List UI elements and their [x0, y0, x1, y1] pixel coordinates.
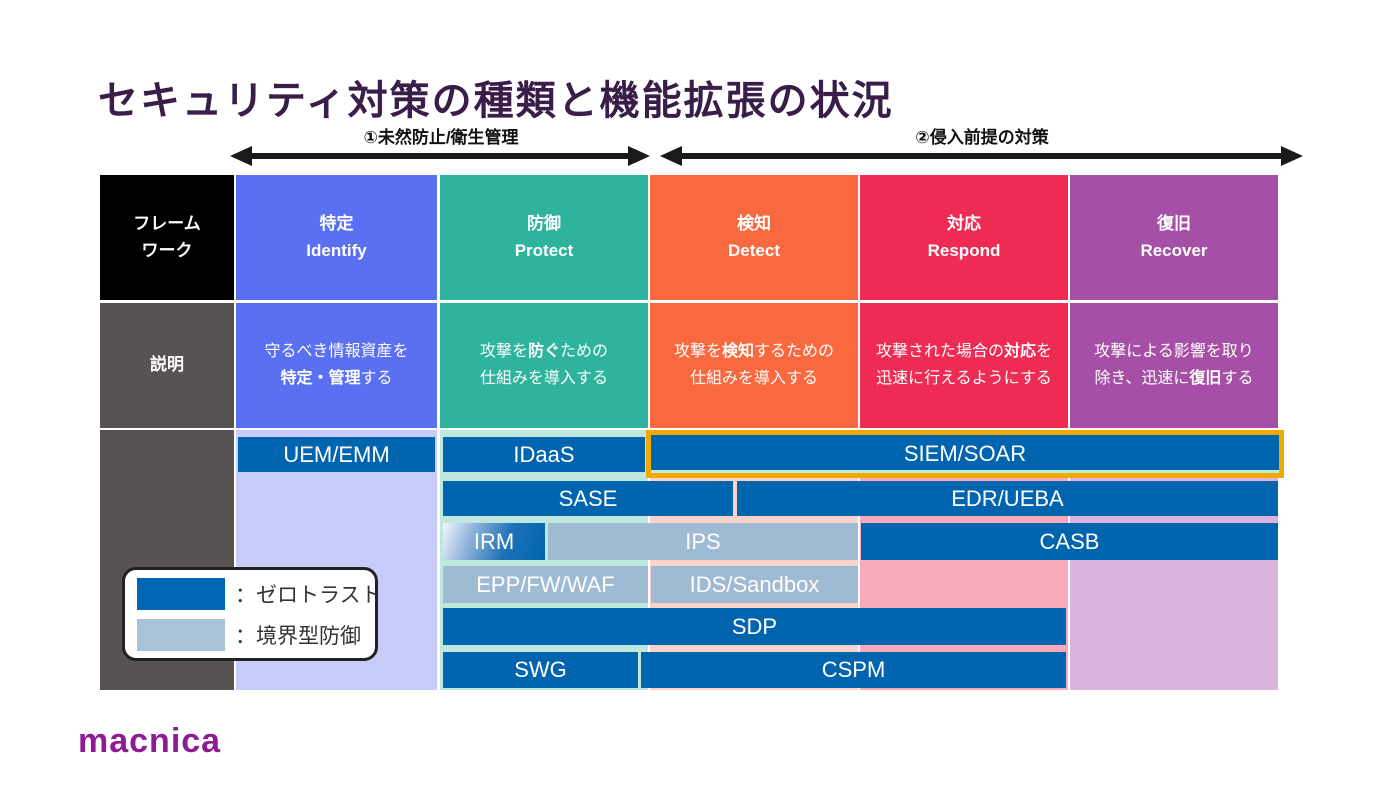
- arrow-right-head-icon: [1281, 146, 1303, 166]
- legend: ：ゼロトラスト ：境界型防御: [122, 567, 382, 661]
- header-respond: 対応 Respond: [860, 175, 1068, 300]
- product-idaas: IDaaS: [443, 437, 645, 472]
- page-title: セキュリティ対策の種類と機能拡張の状況: [98, 79, 894, 123]
- header-ja: 対応: [947, 214, 981, 234]
- legend-item-zero-trust: ：ゼロトラスト: [137, 577, 382, 610]
- zero-trust-swatch: [137, 577, 225, 610]
- product-sase: SASE: [443, 481, 733, 516]
- product-irm: IRM: [443, 523, 545, 560]
- product-uem-emm: UEM/EMM: [238, 437, 435, 472]
- perimeter-swatch: [137, 618, 225, 651]
- description-row-label: 説明: [100, 303, 234, 428]
- arrow-shaft: [246, 153, 634, 159]
- description-identify: 守るべき情報資産を特定・管理する: [236, 303, 437, 428]
- header-en: Detect: [728, 240, 780, 260]
- legend-item-perimeter: ：境界型防御: [137, 618, 363, 651]
- framework-header-cell: フレーム ワーク: [100, 175, 234, 300]
- product-ips: IPS: [548, 523, 858, 560]
- description-detect: 攻撃を検知するための仕組みを導入する: [650, 303, 858, 428]
- product-edr-ueba: EDR/UEBA: [737, 481, 1278, 516]
- description-recover: 攻撃による影響を取り除き、迅速に復旧する: [1070, 303, 1278, 428]
- description-respond: 攻撃された場合の対応を迅速に行えるようにする: [860, 303, 1068, 428]
- header-en: Identify: [306, 240, 367, 260]
- breach-assumption-arrow-label: ②侵入前提の対策: [915, 128, 1049, 147]
- product-siem-soar: SIEM/SOAR: [651, 435, 1279, 473]
- product-epp-fw-waf: EPP/FW/WAF: [443, 566, 648, 603]
- arrow-left-head-icon: [660, 146, 682, 166]
- header-identify: 特定 Identify: [236, 175, 437, 300]
- siem-soar-highlight-frame: SIEM/SOAR: [646, 430, 1284, 478]
- prevention-arrow-label: ①未然防止/衛生管理: [363, 128, 519, 147]
- header-en: Protect: [514, 240, 574, 260]
- header-recover: 復旧 Recover: [1070, 175, 1278, 300]
- framework-label-line2: ワーク: [141, 240, 193, 260]
- header-ja: 特定: [319, 214, 354, 234]
- prevention-range-arrow: [230, 146, 650, 166]
- product-swg: SWG: [443, 652, 638, 688]
- product-cspm: CSPM: [641, 652, 1066, 688]
- header-ja: 検知: [737, 214, 771, 234]
- protect-products-area: [440, 430, 648, 690]
- legend-label: ：ゼロトラスト: [235, 583, 382, 607]
- header-detect: 検知 Detect: [650, 175, 858, 300]
- header-en: Respond: [927, 240, 1001, 260]
- product-ids-sandbox: IDS/Sandbox: [651, 566, 858, 603]
- header-ja: 防御: [527, 214, 561, 234]
- macnica-logo: macnica: [78, 722, 222, 760]
- framework-label-line1: フレーム: [133, 214, 201, 234]
- arrow-shaft: [676, 153, 1287, 159]
- header-en: Recover: [1140, 240, 1208, 260]
- legend-label: ：境界型防御: [235, 624, 361, 648]
- header-protect: 防御 Protect: [440, 175, 648, 300]
- product-sdp: SDP: [443, 608, 1066, 645]
- description-protect: 攻撃を防ぐための仕組みを導入する: [440, 303, 648, 428]
- header-ja: 復旧: [1157, 214, 1191, 234]
- product-casb: CASB: [861, 523, 1278, 560]
- breach-range-arrow: [660, 146, 1303, 166]
- arrow-left-head-icon: [230, 146, 252, 166]
- arrow-right-head-icon: [628, 146, 650, 166]
